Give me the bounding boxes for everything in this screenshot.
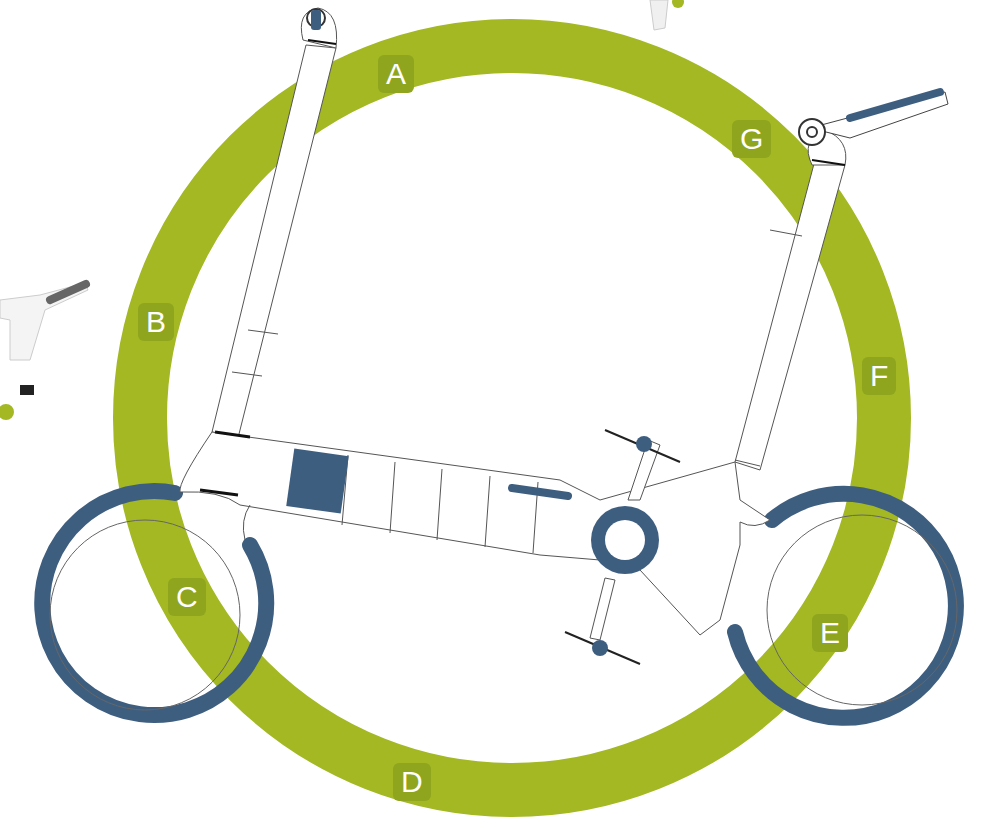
edge-fragments bbox=[0, 0, 684, 420]
frame-details bbox=[200, 40, 845, 553]
part-letter: A bbox=[378, 55, 414, 93]
lever bbox=[512, 488, 568, 496]
battery-block bbox=[286, 449, 349, 514]
rear-wheel bbox=[735, 494, 957, 718]
part-letter: E bbox=[812, 614, 848, 652]
green-ring bbox=[140, 46, 884, 790]
part-letter: B bbox=[138, 303, 174, 341]
part-letter: D bbox=[393, 763, 431, 801]
handlebar bbox=[307, 9, 325, 30]
saddle bbox=[799, 92, 948, 145]
part-letter: G bbox=[732, 120, 771, 158]
part-letter: F bbox=[862, 357, 896, 395]
front-wheel bbox=[42, 491, 266, 715]
part-letter: C bbox=[168, 578, 206, 616]
drivetrain bbox=[565, 430, 680, 664]
frame bbox=[180, 8, 846, 635]
